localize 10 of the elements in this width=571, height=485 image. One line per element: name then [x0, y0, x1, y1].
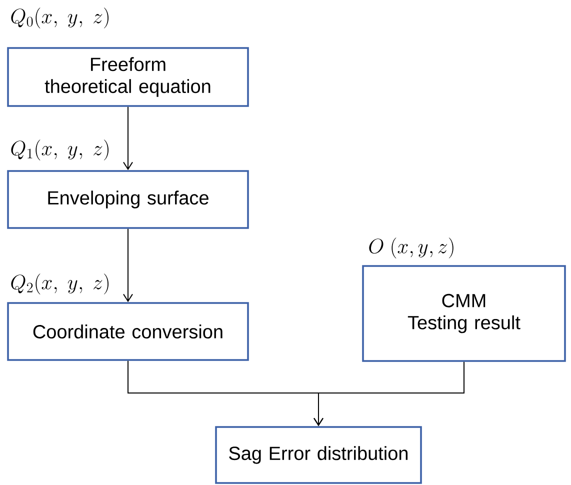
coordinate-label: $Q_1(x,\ y,\ z)$ — [11, 140, 108, 160]
process-box: Enveloping surface — [7, 170, 249, 229]
arrow — [123, 228, 133, 302]
arrow — [123, 106, 133, 170]
process-box: Coordinate conversion — [7, 302, 249, 361]
process-box: Freeform theoretical equation — [7, 47, 249, 107]
coordinate-label: $Q_0(x,\ y,\ z)$ — [11, 8, 108, 28]
arrow — [314, 361, 464, 426]
process-box: CMM Testing result — [362, 265, 566, 362]
process-box: Sag Error distribution — [215, 426, 422, 484]
